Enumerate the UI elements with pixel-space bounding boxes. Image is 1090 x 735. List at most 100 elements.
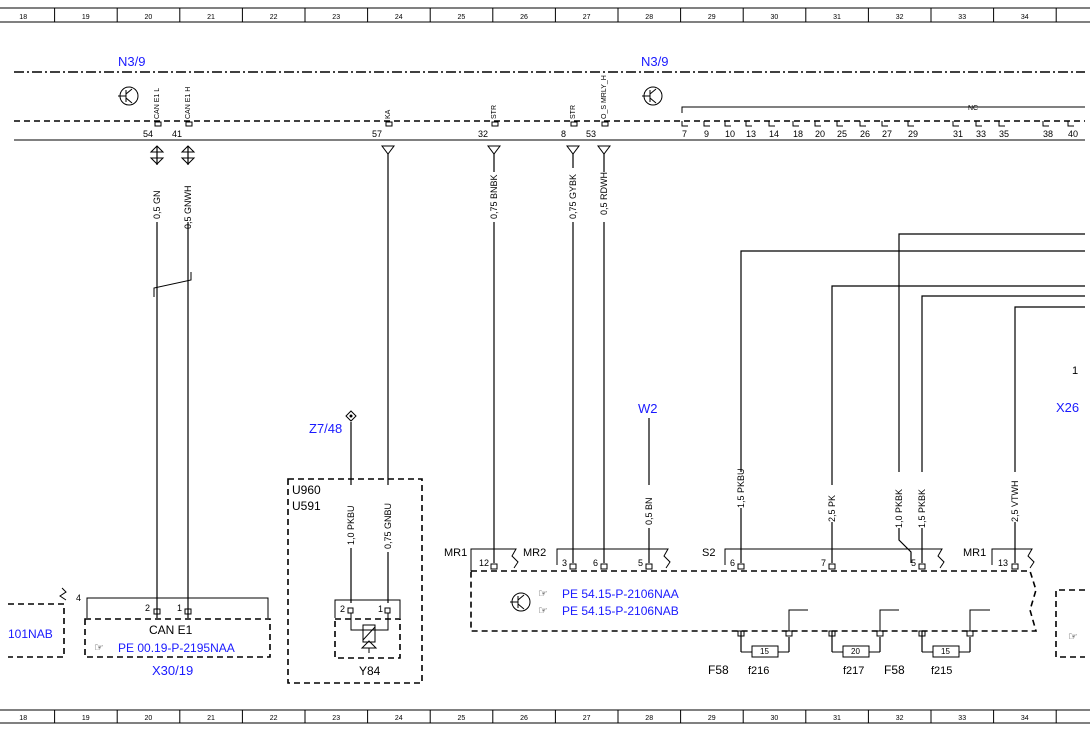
grid-column-label: 27	[583, 715, 591, 722]
ref-link-b[interactable]: PE 54.15-P-2106NAB	[562, 604, 679, 618]
ref-link-can[interactable]: PE 00.19-P-2195NAA	[118, 641, 235, 655]
svg-text:4: 4	[76, 593, 81, 603]
x30-19-connector: 4 2 1 CAN E1 ☞ PE 00.19-P-2195NAA X30/19	[76, 593, 271, 678]
can-e1-label: CAN E1	[149, 623, 193, 637]
wire-label: 1,5 PKBU	[736, 468, 746, 508]
svg-text:5: 5	[911, 558, 916, 568]
fuse-f217: 20	[831, 631, 881, 658]
svg-text:53: 53	[586, 129, 596, 139]
left-partial-box: 101NAB	[8, 587, 67, 658]
module-box: MR1 MR2 S2 MR1 12 3 6 5 6 7 5 13 ☞ PE 54…	[444, 547, 1038, 677]
fuse-f216: 15	[740, 631, 790, 658]
nc-pin-number: 33	[976, 129, 986, 139]
nc-pin-number: 29	[908, 129, 918, 139]
grid-column-label: 25	[458, 715, 466, 722]
transistor-icon	[510, 592, 531, 612]
svg-text:1: 1	[177, 603, 182, 613]
nc-pin-number: 9	[704, 129, 709, 139]
n3-9-module: N3/9 N3/9 NC	[14, 54, 1085, 141]
grid-column-label: 32	[896, 715, 904, 722]
pin-str-8: STR 8	[561, 105, 578, 139]
wire-label: 1,0 PKBK	[894, 489, 904, 528]
svg-text:12: 12	[479, 558, 489, 568]
svg-text:6: 6	[593, 558, 598, 568]
svg-text:Z7/48: Z7/48	[309, 421, 342, 436]
grid-column-label: 26	[520, 14, 528, 21]
grid-column-label: 22	[270, 14, 278, 21]
wire-label: 0,75 GNBU	[383, 503, 393, 549]
grid-column-label: 30	[771, 715, 779, 722]
grid-column-label: 28	[645, 14, 653, 21]
nc-pin-number: 20	[815, 129, 825, 139]
svg-text:54: 54	[143, 129, 153, 139]
svg-text:2: 2	[340, 604, 345, 614]
pin-can-e1-l: CAN E1 L 54	[143, 88, 162, 139]
nc-pin-number: 35	[999, 129, 1009, 139]
y84-label: Y84	[359, 664, 381, 678]
grid-column-label: 22	[270, 715, 278, 722]
svg-text:U591: U591	[292, 499, 321, 513]
svg-text:5: 5	[638, 558, 643, 568]
grid-column-label: 19	[82, 715, 90, 722]
n3-9-label-right: N3/9	[641, 54, 668, 69]
ref-link-partial[interactable]: 101NAB	[8, 627, 53, 641]
grid-column-label: 29	[708, 14, 716, 21]
nc-pin-number: 31	[953, 129, 963, 139]
svg-text:STR: STR	[570, 105, 577, 119]
transistor-icon	[118, 86, 139, 106]
ref-link-a[interactable]: PE 54.15-P-2106NAA	[562, 587, 679, 601]
nc-pin-number: 40	[1068, 129, 1078, 139]
top-pins: CAN E1 L 54 CAN E1 H 41 KA 57 STR 32 STR…	[143, 75, 1078, 139]
grid-column-label: 34	[1021, 14, 1029, 21]
transistor-icon	[642, 86, 663, 106]
grid-column-label: 20	[145, 14, 153, 21]
svg-text:STR: STR	[491, 105, 498, 119]
n3-9-label-left: N3/9	[118, 54, 145, 69]
wire-label: 0,5 GN	[152, 190, 162, 219]
svg-text:MR1: MR1	[963, 547, 986, 559]
svg-text:2: 2	[145, 603, 150, 613]
svg-text:20: 20	[851, 647, 860, 656]
pin-ka: KA 57	[372, 109, 393, 139]
svg-text:7: 7	[821, 558, 826, 568]
fuse-f215: 15	[921, 631, 971, 658]
nc-pin-number: 7	[682, 129, 687, 139]
wire-label: 1,5 PKBK	[917, 489, 927, 528]
grid-column-label: 33	[958, 14, 966, 21]
grid-column-label: 26	[520, 715, 528, 722]
svg-text:3: 3	[562, 558, 567, 568]
svg-text:1: 1	[378, 604, 383, 614]
grid-column-label: 32	[896, 14, 904, 21]
wire-label: 2,5 PK	[827, 495, 837, 522]
svg-text:57: 57	[372, 129, 382, 139]
grid-column-label: 25	[458, 14, 466, 21]
svg-text:32: 32	[478, 129, 488, 139]
nc-pin-number: 25	[837, 129, 847, 139]
f58-label: F58	[884, 663, 905, 677]
wire-label: 0,75 GYBK	[568, 174, 578, 219]
grid-column-label: 24	[395, 14, 403, 21]
svg-text:CAN E1 L: CAN E1 L	[154, 88, 161, 119]
pin-can-e1-h: CAN E1 H 41	[172, 87, 193, 139]
f58-label: F58	[708, 663, 729, 677]
wire-label: 0,5 BN	[644, 497, 654, 525]
w2-label: W2	[638, 401, 658, 416]
x26-label: X26	[1056, 400, 1079, 415]
hand-pointer-icon: ☞	[1068, 631, 1078, 643]
grid-column-label: 18	[19, 14, 27, 21]
svg-text:MR2: MR2	[523, 547, 546, 559]
wire-label: 0,75 BNBK	[489, 174, 499, 219]
grid-column-label: 19	[82, 14, 90, 21]
grid-column-label: 21	[207, 715, 215, 722]
z7-48: Z7/48	[309, 410, 357, 436]
nc-pin-number: 27	[882, 129, 892, 139]
svg-text:O_S MRLY_H: O_S MRLY_H	[601, 75, 608, 119]
nc-label: NC	[968, 105, 978, 112]
grid-column-label: 31	[833, 715, 841, 722]
svg-text:KA: KA	[385, 109, 392, 119]
f216-label: f216	[748, 665, 769, 677]
